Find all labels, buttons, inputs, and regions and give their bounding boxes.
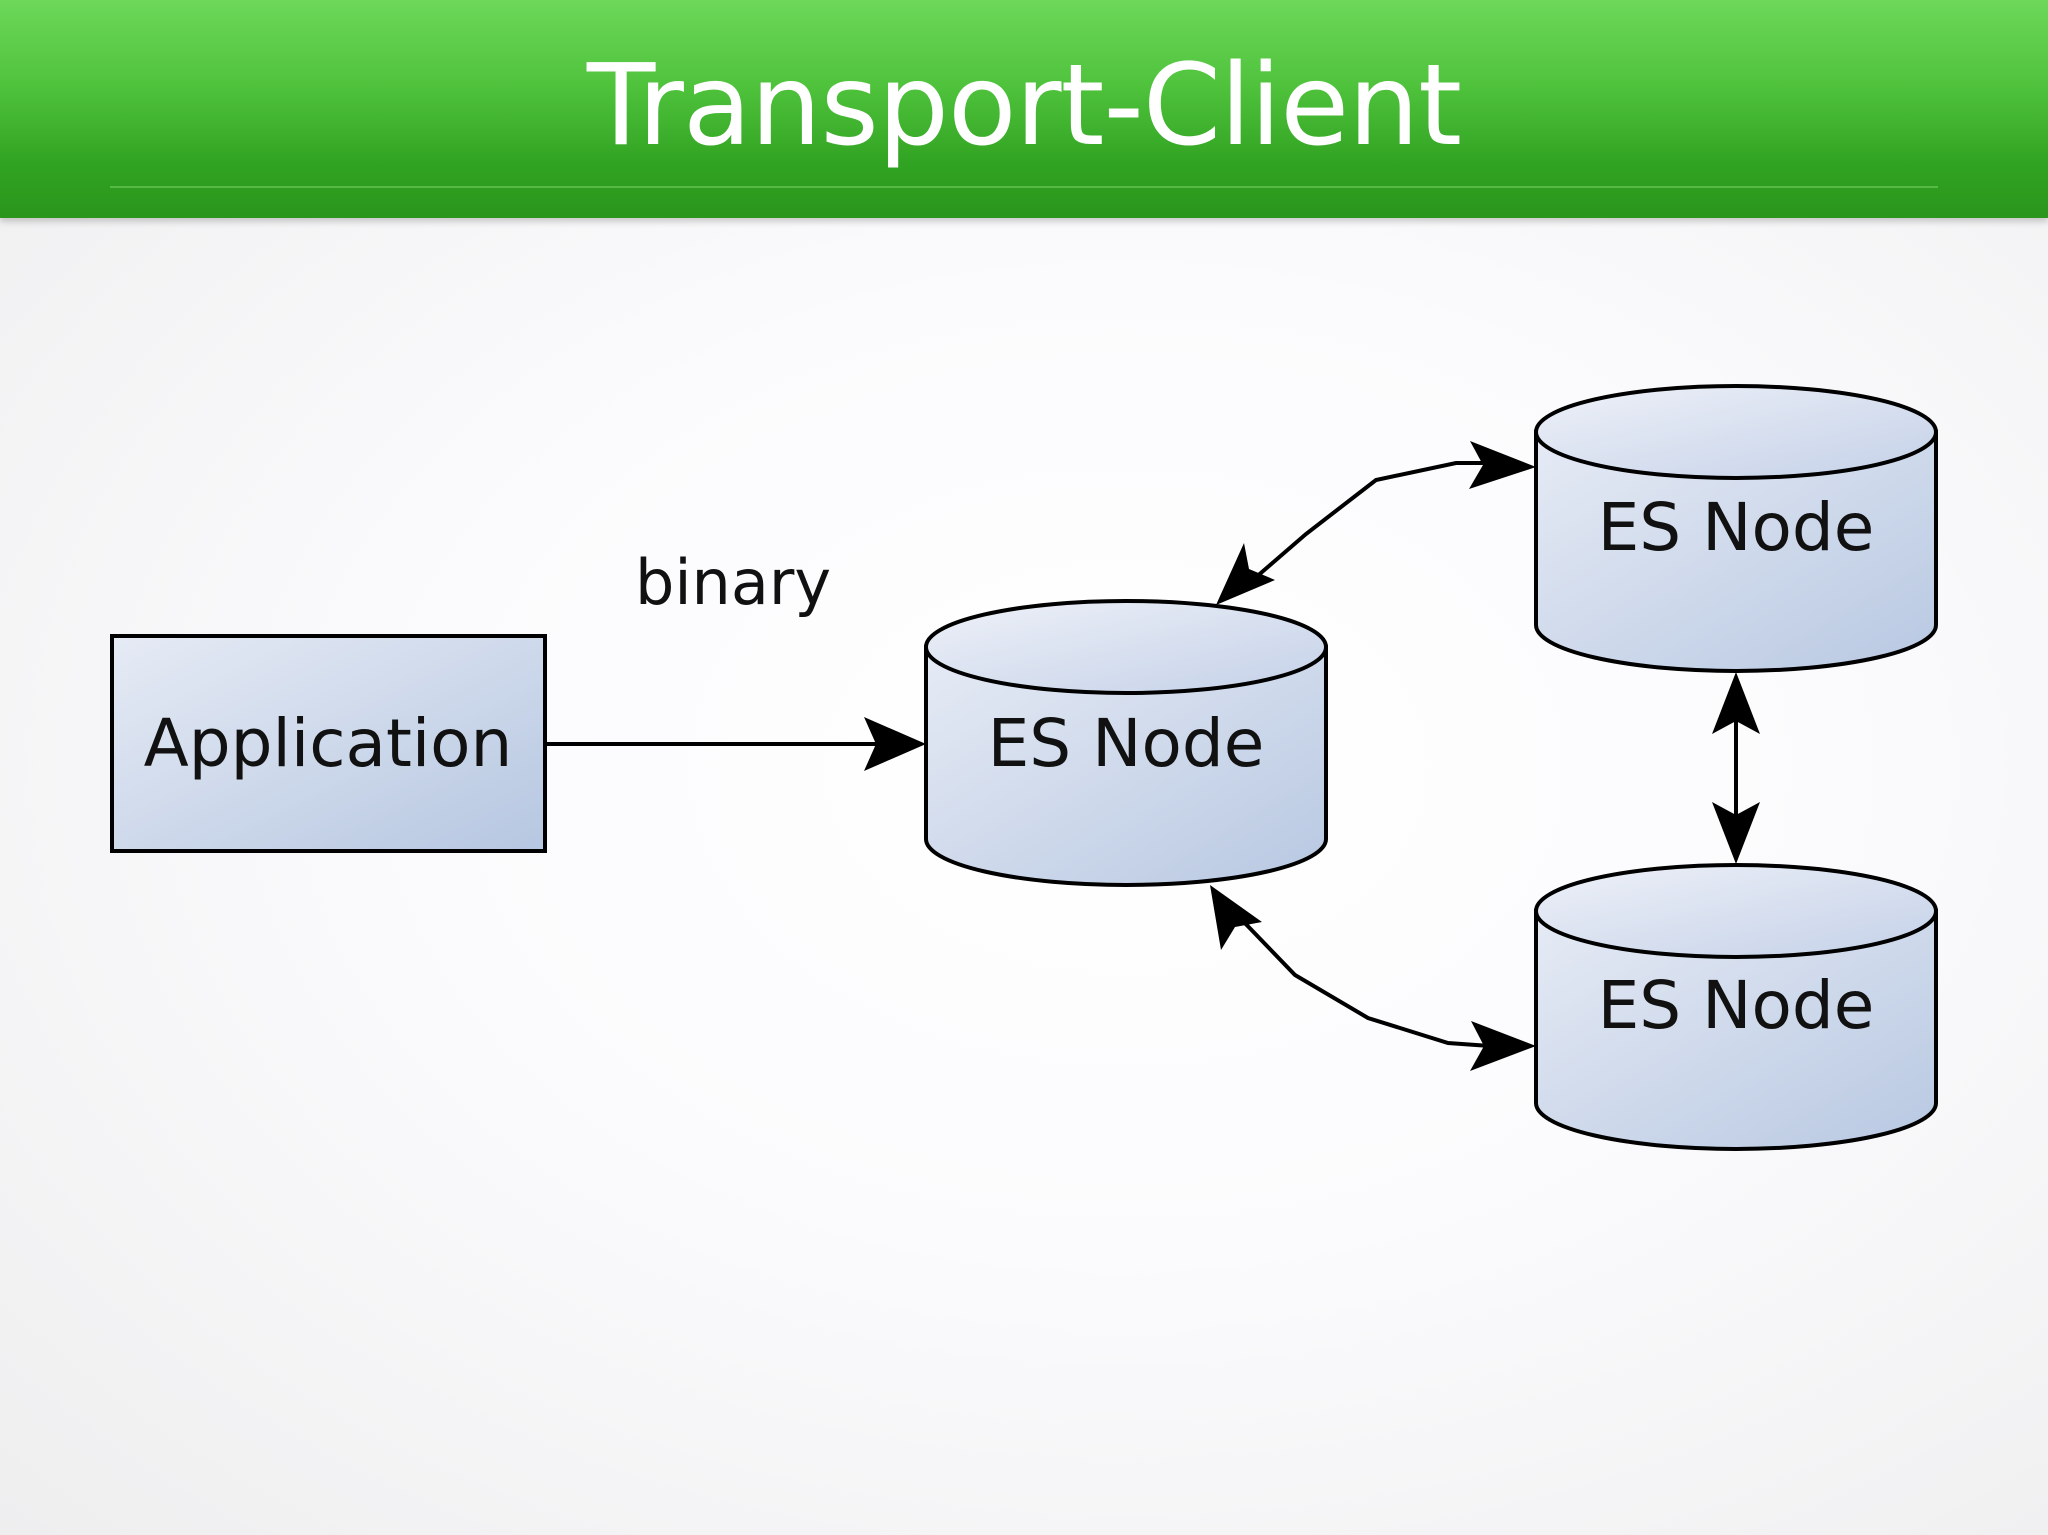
es-node-top-right: ES Node [1534, 384, 1938, 673]
binary-connection-arrow [545, 717, 926, 771]
binary-label: binary [635, 546, 831, 619]
cluster-link-vertical [1712, 672, 1760, 864]
es-node-top-right-label: ES Node [1598, 489, 1875, 566]
slide-title: Transport-Client [586, 41, 1462, 171]
es-node-bottom-right-label: ES Node [1598, 967, 1875, 1044]
application-box: Application [110, 634, 547, 853]
es-node-central-label: ES Node [988, 705, 1265, 782]
application-label: Application [144, 705, 513, 782]
slide-header: Transport-Client [0, 0, 2048, 218]
cluster-link-bottom [1210, 885, 1536, 1071]
cluster-link-top [1216, 441, 1536, 605]
es-node-bottom-right: ES Node [1534, 863, 1938, 1151]
es-node-central: ES Node [924, 599, 1328, 887]
